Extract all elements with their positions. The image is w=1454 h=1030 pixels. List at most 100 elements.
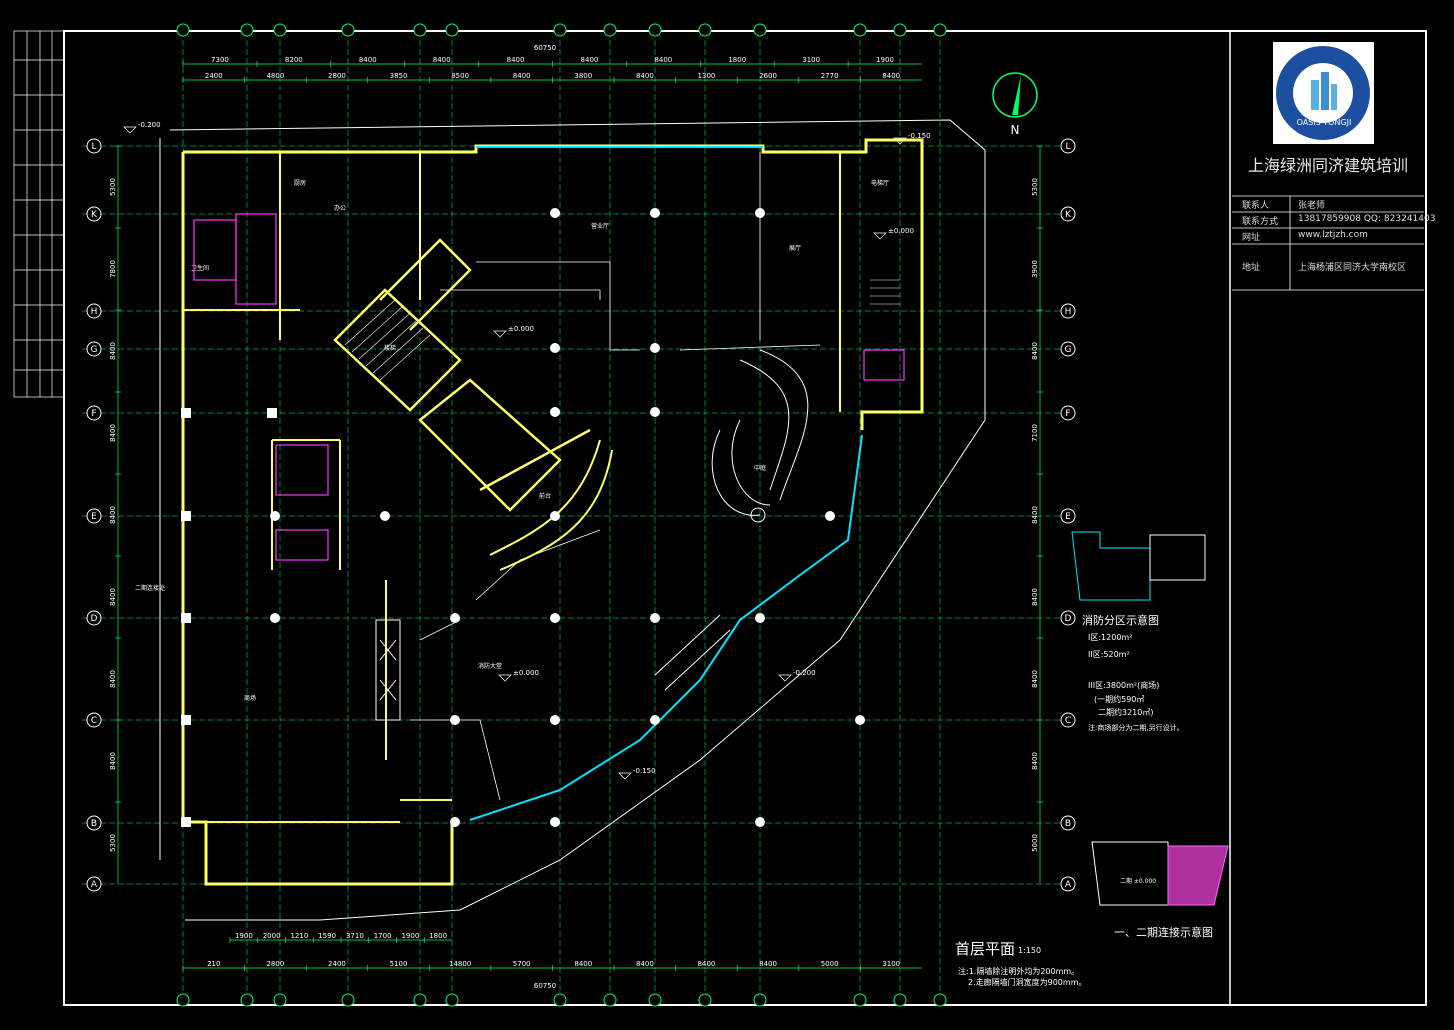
fire-zone-2: II区:520m²: [1088, 650, 1130, 659]
bottom-dim-1: 1700: [374, 932, 392, 940]
grid-row-bubble: [1060, 206, 1076, 222]
grid-col-bubble: [853, 993, 867, 1007]
level-mark: ±0.000: [513, 669, 539, 677]
stair-hatch: [344, 279, 900, 381]
top-dim-1: 7300: [211, 56, 229, 64]
structural-column: [650, 343, 660, 353]
right-dim: 8400: [1031, 506, 1039, 524]
right-dim: 5000: [1031, 834, 1039, 852]
grid-col-bubble: [240, 993, 254, 1007]
top-total-dim: 60750: [534, 44, 556, 52]
structural-column: [450, 715, 460, 725]
grid-col-bubble: [553, 993, 567, 1007]
grid-row-label: G: [91, 345, 98, 355]
grid-col-bubble: [553, 23, 567, 37]
room-label: 消防大堂: [478, 662, 502, 670]
structural-column: [755, 817, 765, 827]
structural-column: [650, 407, 660, 417]
grid-col-bubble: [893, 993, 907, 1007]
grid-col-bubble: [933, 993, 947, 1007]
drawing-scale: 1:150: [1018, 946, 1042, 955]
top-dim-1: 1800: [728, 56, 746, 64]
org-title: 上海绿洲同济建筑培训: [1247, 156, 1408, 175]
bottom-dim-1: 1210: [290, 932, 308, 940]
grid-col-bubble: [445, 23, 459, 37]
top-dim-2: 8400: [882, 72, 900, 80]
left-dim: 8400: [109, 588, 117, 606]
left-dim: 8400: [109, 342, 117, 360]
top-dim-1: 3100: [802, 56, 820, 64]
structural-column: [755, 613, 765, 623]
grid-row-label: B: [1065, 819, 1071, 829]
top-dim-1: 8400: [433, 56, 451, 64]
bottom-dim-2: 3100: [882, 960, 900, 968]
structural-column: [181, 613, 191, 623]
room-label: 电梯厅: [871, 179, 889, 187]
grid-col-bubble: [445, 993, 459, 1007]
escalators: [375, 614, 731, 721]
bottom-dim-2: 5000: [821, 960, 839, 968]
grid-row-bubble: [1060, 712, 1076, 728]
title-row-key: 地址: [1242, 263, 1261, 273]
level-mark: -0.200: [138, 121, 161, 129]
level-mark: -0.150: [633, 767, 656, 775]
grid-row-bubble: [86, 508, 102, 524]
grid-row-bubble: [1060, 405, 1076, 421]
top-dim-2: 2400: [205, 72, 223, 80]
bottom-dim-2: 5100: [390, 960, 408, 968]
grid-row-bubble: [1060, 610, 1076, 626]
grid-row-label: E: [91, 512, 97, 522]
top-dim-2: 1300: [698, 72, 716, 80]
left-dim: 8400: [109, 506, 117, 524]
bottom-dim-2: 14800: [449, 960, 471, 968]
top-dim-2: 4800: [266, 72, 284, 80]
bottom-dim-2: 8400: [759, 960, 777, 968]
structural-column: [755, 208, 765, 218]
top-dim-2: 2770: [821, 72, 839, 80]
bottom-dim-1: 1900: [401, 932, 419, 940]
fire-zone-keyplan: [1071, 531, 1206, 601]
grid-col-bubble: [413, 993, 427, 1007]
structural-column: [550, 208, 560, 218]
title-row-value: 13817859908 QQ: 823241403: [1298, 214, 1436, 224]
top-dim-2: 3850: [390, 72, 408, 80]
left-dim: 8400: [109, 752, 117, 770]
grid-row-bubble: [1060, 815, 1076, 831]
room-label: 中庭: [754, 464, 766, 472]
structural-column: [181, 511, 191, 521]
grid-col-bubble: [240, 23, 254, 37]
grid-row-label: A: [1065, 880, 1072, 890]
grid-row-bubble: [1060, 138, 1076, 154]
grid-row-bubble: [86, 712, 102, 728]
bottom-dim-2: 2800: [266, 960, 284, 968]
title-row-website: 网址 www.lztjzh.com: [1232, 228, 1424, 244]
grid-row-bubble: [86, 405, 102, 421]
bottom-dim-2: 8400: [698, 960, 716, 968]
north-arrow: [992, 72, 1038, 118]
structural-column: [550, 343, 560, 353]
grid-col-bubble: [176, 23, 190, 37]
top-dim-2: 2600: [759, 72, 777, 80]
grid-row-label: H: [1065, 307, 1072, 317]
left-dim: 5300: [109, 834, 117, 852]
room-label: 展厅: [789, 245, 801, 252]
fire-zone-4: (一期约590㎡: [1094, 695, 1145, 704]
bottom-dim-2: 5700: [513, 960, 531, 968]
grid-row-label: A: [91, 880, 98, 890]
bottom-dim-2: 2400: [328, 960, 346, 968]
grid-row-label: L: [1065, 142, 1070, 152]
grid-row-bubble: [86, 815, 102, 831]
title-row-key: 联系方式: [1242, 217, 1279, 227]
structural-column: [270, 511, 280, 521]
structural-column: [267, 408, 277, 418]
grid-row-label: K: [1065, 210, 1072, 220]
bottom-dim-1: 1590: [318, 932, 336, 940]
right-dim: 7100: [1031, 424, 1039, 442]
level-mark: -0.150: [908, 132, 931, 140]
grid-row-label: G: [1065, 345, 1072, 355]
drawing-note-2: 2.走廊隔墙门洞宽度为900mm。: [968, 978, 1087, 987]
fire-zone-note: 注:商场部分为二期,另行设计。: [1088, 724, 1184, 732]
grid-row-label: K: [91, 210, 98, 220]
grid-col-bubble: [698, 993, 712, 1007]
